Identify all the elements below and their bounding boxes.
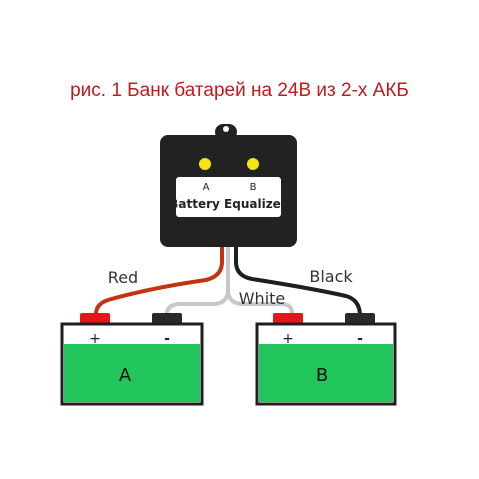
- led-b: [247, 158, 259, 170]
- figure-caption: рис. 1 Банк батарей на 24В из 2-х АКБ: [70, 80, 409, 101]
- battery-b-negative-terminal: [345, 313, 375, 325]
- red-wire-label: Red: [108, 268, 138, 287]
- battery-b-positive-terminal: [273, 313, 303, 325]
- battery-b-minus: -: [357, 331, 363, 347]
- battery-a-name: A: [119, 365, 132, 386]
- battery-a-minus: -: [164, 331, 170, 347]
- black-wire-label: Black: [309, 267, 353, 286]
- led-b-label: B: [250, 182, 257, 193]
- battery-a: + - A: [60, 313, 204, 406]
- battery-equalizer-device: A B Battery Equalizer: [160, 124, 297, 247]
- white-wire-label: White: [239, 289, 286, 308]
- battery-b-plus: +: [282, 331, 294, 347]
- battery-a-negative-terminal: [152, 313, 182, 325]
- battery-a-positive-terminal: [80, 313, 110, 325]
- battery-b-name: B: [316, 365, 328, 386]
- led-a: [199, 158, 211, 170]
- battery-b: + - B: [255, 313, 397, 406]
- device-label-plate: [176, 177, 281, 217]
- led-a-label: A: [203, 182, 210, 193]
- black-wire: [234, 245, 362, 317]
- red-wire: [94, 245, 224, 315]
- battery-a-plus: +: [89, 331, 101, 347]
- device-name-label: Battery Equalizer: [169, 197, 287, 211]
- white-wire-right: [226, 289, 294, 315]
